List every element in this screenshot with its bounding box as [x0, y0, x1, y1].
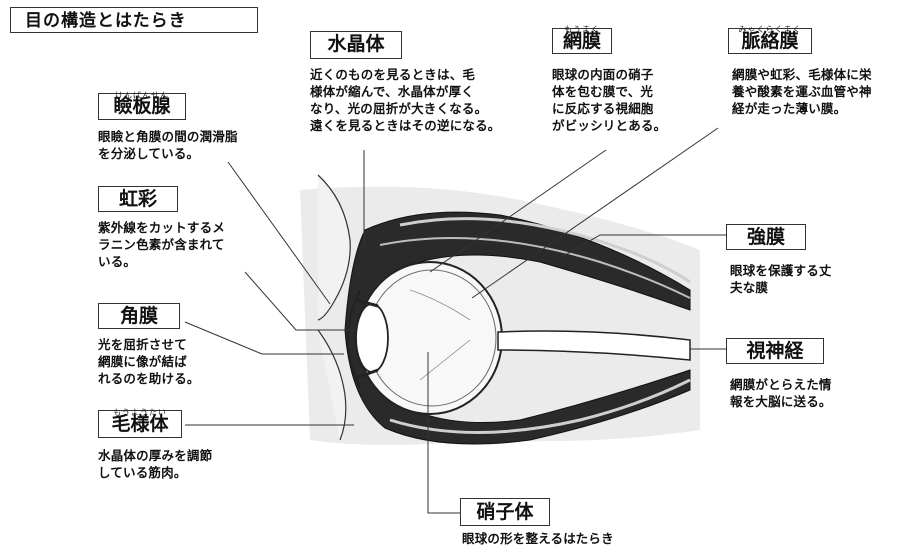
desc-iris: 紫外線をカットするメ ラニン色素が含まれて いる。: [98, 220, 226, 269]
label-lens-text: 水晶体: [327, 33, 385, 55]
leader-kyoumaku: [559, 234, 726, 259]
desc-vitreous: 眼球の形を整えるはたらき: [462, 531, 614, 546]
label-iris: 虹彩: [98, 186, 178, 212]
iris-upper: [355, 298, 379, 308]
desc-tarsal-gland: 眼瞼と角膜の間の潤滑脂 を分泌している。: [98, 129, 238, 161]
leader-kakumaku: [184, 321, 344, 355]
optic-nerve: [497, 330, 691, 361]
lens: [355, 303, 389, 373]
lower-eyelid: [317, 329, 347, 441]
label-tarsal-gland-text: 瞼板腺: [113, 95, 171, 117]
label-cornea-text: 角膜: [119, 305, 158, 327]
label-optic-nerve-text: 視神経: [746, 340, 804, 362]
label-ciliary-body-text: 毛様体: [111, 413, 169, 435]
leader-kenbansen: [227, 161, 331, 305]
retina-vessel: [419, 339, 471, 381]
label-vitreous-text: 硝子体: [476, 501, 534, 523]
label-vitreous: 硝子体: [460, 498, 550, 526]
upper-eyelid: [317, 174, 351, 321]
label-tarsal-gland: けんばんせん 瞼板腺: [98, 91, 186, 120]
desc-cornea: 光を屈折させて 網膜に像が結ば れるのを助ける。: [98, 337, 200, 386]
leader-myakurakumaku: [471, 127, 719, 299]
desc-lens: 近くのものを見るときは、毛 様体が縮んで、水晶体が厚く なり、光の屈折が大きくな…: [310, 67, 501, 133]
band-stripe: [389, 378, 691, 434]
retina-vessel: [409, 289, 471, 321]
leader-kousai: [244, 271, 356, 331]
label-choroid-ruby: みゃくらくまく: [738, 25, 802, 34]
label-choroid-text: 脈絡膜: [741, 30, 799, 52]
desc-optic-nerve: 網膜がとらえた情 報を大脳に送る。: [730, 377, 832, 409]
label-retina: もうまく 網膜: [552, 25, 612, 54]
label-sclera: 強膜: [726, 224, 806, 250]
desc-ciliary-body: 水晶体の厚みを調節 している筋肉。: [98, 448, 213, 480]
label-ciliary-body: もうようたい 毛様体: [98, 408, 182, 438]
label-iris-text: 虹彩: [118, 188, 157, 210]
diagram-title: 目の構造とはたらき: [10, 7, 258, 33]
leader-moumaku: [429, 149, 607, 273]
label-ciliary-body-ruby: もうようたい: [113, 408, 167, 417]
label-cornea: 角膜: [98, 303, 180, 329]
desc-sclera: 眼球を保護する丈 夫な膜: [730, 263, 832, 295]
label-optic-nerve: 視神経: [726, 338, 824, 364]
label-retina-text: 網膜: [562, 30, 601, 52]
band-stripe: [379, 237, 691, 299]
band-stripe: [399, 217, 691, 284]
label-retina-ruby: もうまく: [564, 25, 600, 34]
cornea: [347, 289, 361, 389]
label-choroid: みゃくらくまく 脈絡膜: [728, 25, 812, 54]
label-lens: 水晶体: [310, 31, 402, 59]
iris-lower: [355, 368, 379, 380]
label-sclera-text: 強膜: [746, 226, 785, 248]
leader-garasutai: [427, 352, 460, 514]
desc-retina: 眼球の内面の硝子 体を包む膜で、光 に反応する視細胞 がビッシリとある。: [552, 67, 667, 133]
desc-choroid: 網膜や虹彩、毛様体に栄 養や酸素を運ぶ血管や神 経が走った薄い膜。: [732, 67, 872, 116]
label-tarsal-gland-ruby: けんばんせん: [115, 91, 169, 100]
